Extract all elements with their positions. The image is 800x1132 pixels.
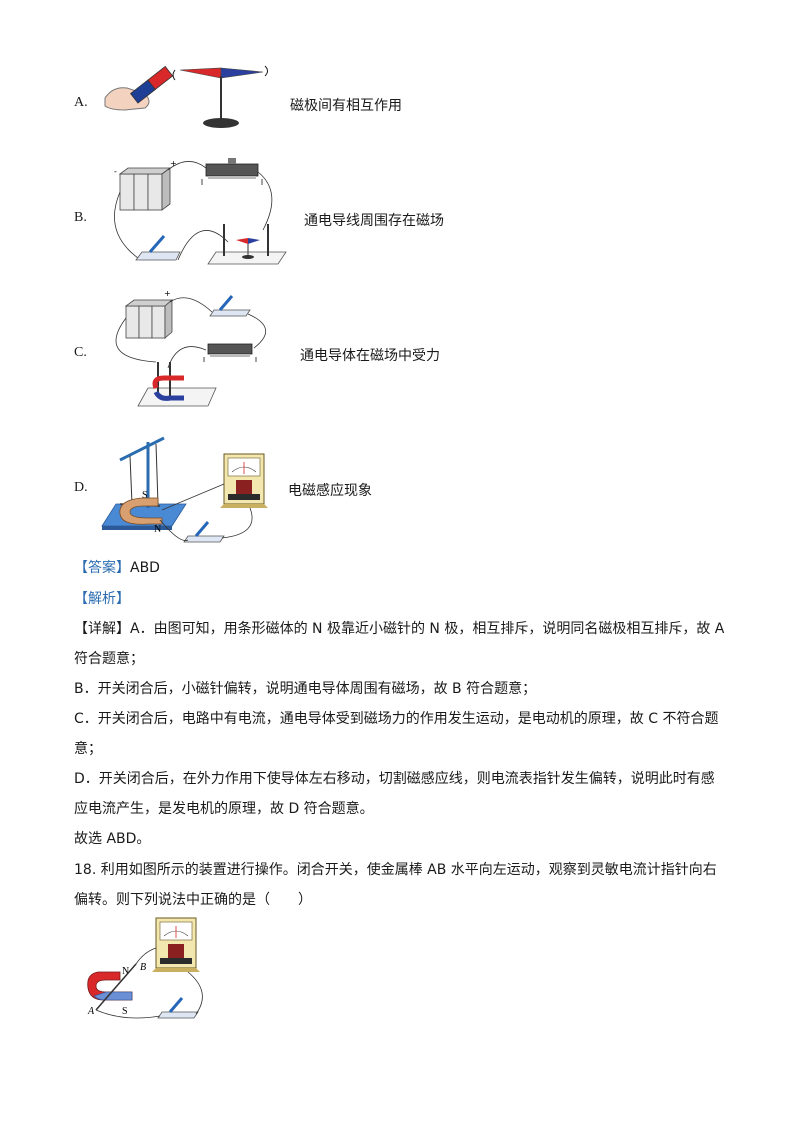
- magnet-needle-figure: [104, 65, 268, 128]
- answer-line: 【答案】ABD: [74, 558, 160, 578]
- explanation-line: B．开关闭合后，小磁针偏转，说明通电导体周围有磁场，故 B 符合题意；: [74, 681, 537, 697]
- oersted-experiment-figure: - +: [114, 158, 287, 265]
- question-18-figure: N S A B: [87, 917, 203, 1019]
- option-a-caption: 磁极间有相互作用: [290, 98, 402, 114]
- magnet-n-label: N: [154, 524, 161, 535]
- q18-b-label: B: [140, 962, 146, 973]
- option-c-letter: C.: [74, 345, 87, 360]
- svg-text:+: +: [164, 289, 171, 298]
- answer-tag: 【答案】: [74, 560, 130, 576]
- question-18-line: 18. 利用如图所示的装置进行操作。闭合开关，使金属棒 AB 水平向左运动，观察…: [74, 862, 717, 878]
- explanation-line: 【详解】A．由图可知，用条形磁体的 N 极靠近小磁针的 N 极，相互排斥，说明同…: [74, 621, 725, 637]
- magnet-s-label: S: [142, 490, 148, 501]
- svg-text:-: -: [114, 167, 117, 176]
- option-d-caption: 电磁感应现象: [288, 483, 372, 499]
- option-c-caption: 通电导体在磁场中受力: [300, 348, 440, 364]
- q18-n-label: N: [122, 966, 129, 977]
- explanation-line: C．开关闭合后，电路中有电流，通电导体受到磁场力的作用发生运动，是电动机的原理，…: [74, 711, 719, 727]
- q18-s-label: S: [122, 1006, 128, 1017]
- explanation-line: 符合题意；: [74, 651, 144, 667]
- analysis-tag: 【解析】: [74, 591, 130, 607]
- question-18-line: 偏转。则下列说法中正确的是（ ）: [74, 892, 312, 908]
- option-a-letter: A.: [74, 95, 88, 110]
- svg-text:+: +: [170, 159, 177, 168]
- explanation-line: D．开关闭合后，在外力作用下使导体左右移动，切割磁感应线，则电流表指针发生偏转，…: [74, 771, 715, 787]
- option-d-letter: D.: [74, 480, 88, 495]
- explanation-line: 故选 ABD。: [74, 831, 151, 847]
- explanation-line: 应电流产生，是发电机的原理，故 D 符合题意。: [74, 801, 374, 817]
- induction-figure: S N: [101, 436, 268, 543]
- option-b-letter: B.: [74, 210, 87, 225]
- explanation-line: 意；: [74, 741, 102, 757]
- motor-principle-figure: +: [115, 289, 266, 407]
- q18-a-label: A: [87, 1006, 95, 1017]
- option-b-caption: 通电导线周围存在磁场: [304, 213, 444, 229]
- answer-value: ABD: [130, 560, 160, 576]
